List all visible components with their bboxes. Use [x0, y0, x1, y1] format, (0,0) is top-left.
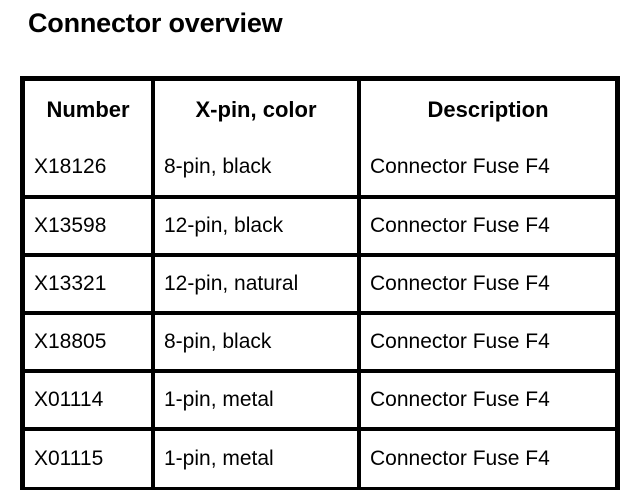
cell-description: Connector Fuse F4 [359, 313, 615, 373]
table-row: X01114 1-pin, metal Connector Fuse F4 [25, 371, 615, 431]
connector-table-container: Number X-pin, color Description X18126 8… [20, 76, 620, 490]
table-row: X18126 8-pin, black Connector Fuse F4 [25, 139, 615, 199]
cell-number: X18805 [25, 313, 155, 373]
cell-xpin-color: 1-pin, metal [153, 429, 361, 487]
cell-xpin-color: 12-pin, natural [153, 255, 361, 315]
cell-number: X01115 [25, 429, 155, 487]
table-row: X01115 1-pin, metal Connector Fuse F4 [25, 429, 615, 487]
cell-number: X01114 [25, 371, 155, 431]
column-header-description: Description [359, 81, 615, 139]
cell-number: X18126 [25, 139, 155, 199]
page-title: Connector overview [28, 8, 283, 38]
connector-overview-table: Number X-pin, color Description X18126 8… [25, 81, 615, 487]
cell-description: Connector Fuse F4 [359, 139, 615, 199]
cell-number: X13598 [25, 197, 155, 257]
cell-xpin-color: 12-pin, black [153, 197, 361, 257]
cell-xpin-color: 8-pin, black [153, 313, 361, 373]
column-header-number: Number [25, 81, 155, 139]
cell-description: Connector Fuse F4 [359, 255, 615, 315]
table-row: X13321 12-pin, natural Connector Fuse F4 [25, 255, 615, 315]
column-header-xpin-color: X-pin, color [153, 81, 361, 139]
cell-xpin-color: 1-pin, metal [153, 371, 361, 431]
table-row: X18805 8-pin, black Connector Fuse F4 [25, 313, 615, 373]
cell-xpin-color: 8-pin, black [153, 139, 361, 199]
table-header-row: Number X-pin, color Description [25, 81, 615, 139]
table-row: X13598 12-pin, black Connector Fuse F4 [25, 197, 615, 257]
table-header: Number X-pin, color Description [25, 81, 615, 139]
cell-description: Connector Fuse F4 [359, 197, 615, 257]
cell-number: X13321 [25, 255, 155, 315]
table-body: X18126 8-pin, black Connector Fuse F4 X1… [25, 139, 615, 487]
cell-description: Connector Fuse F4 [359, 371, 615, 431]
cell-description: Connector Fuse F4 [359, 429, 615, 487]
